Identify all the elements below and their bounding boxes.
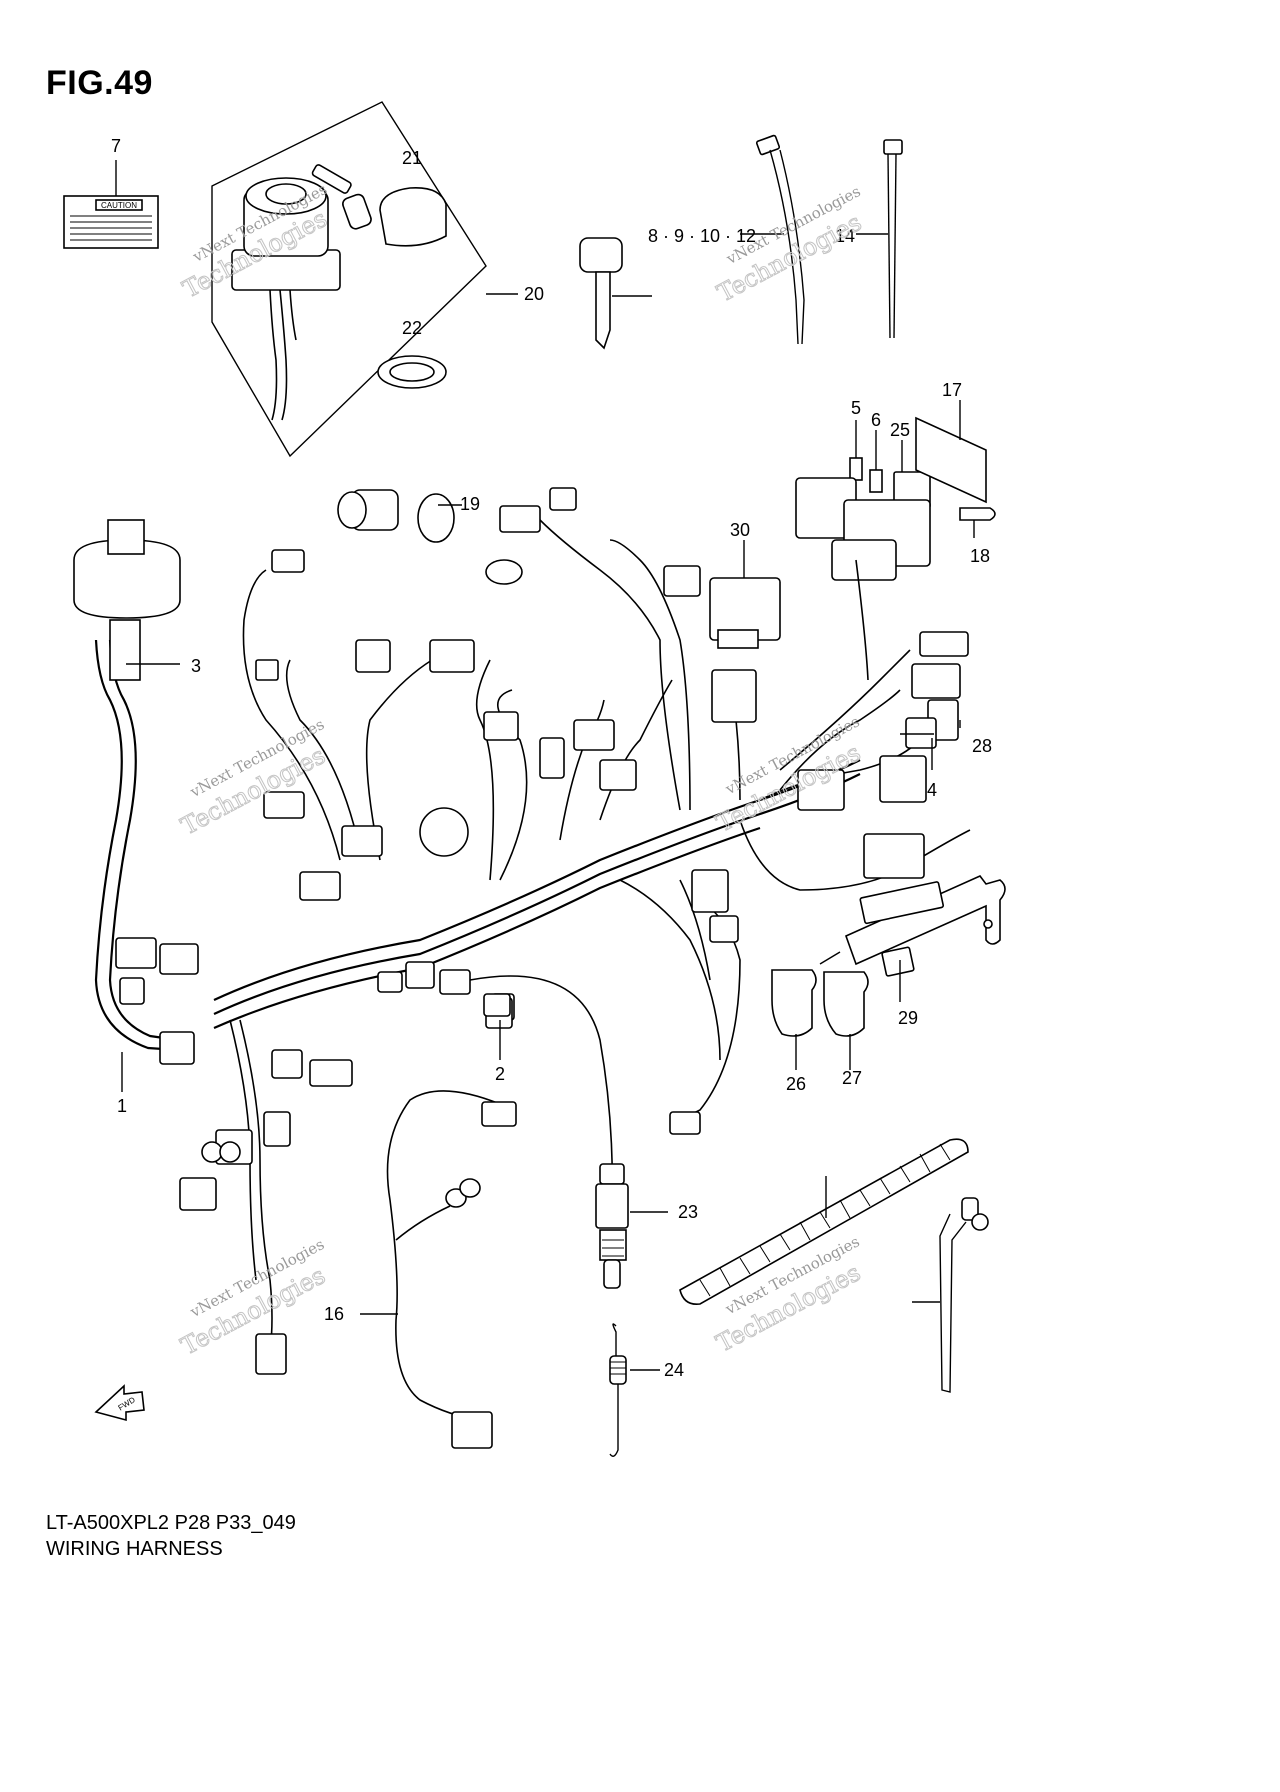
callout-15: 18 <box>970 546 990 566</box>
callout-25: 28 <box>972 736 992 756</box>
spring-clip-part <box>609 1323 660 1457</box>
watermarks: vNext Technologies Technologies vNext Te… <box>176 180 867 1361</box>
power-socket-part <box>337 489 462 543</box>
figure-title: FIG.49 <box>46 64 153 102</box>
callout-18: 21 <box>402 148 422 168</box>
bracket-and-covers <box>771 875 1006 1070</box>
callout-23: 26 <box>786 1074 806 1094</box>
callout-21: 24 <box>664 1360 684 1380</box>
fwd-arrow-icon: FWD <box>94 1384 145 1422</box>
callout-labels: 7 21 20 22 8 · 9 · 10 · 12 14 19 17 5 6 … <box>111 136 992 1380</box>
cable-ties <box>740 134 903 345</box>
callout-24: 27 <box>842 1068 862 1088</box>
callout-26: 29 <box>898 1008 918 1028</box>
callout-8-12: 8 · 9 · 10 · 12 <box>648 226 756 246</box>
callout-3: 3 <box>191 656 201 676</box>
callout-13: 16 <box>324 1304 344 1324</box>
caution-label-text: CAUTION <box>101 201 137 210</box>
ignition-switch-assembly <box>211 101 487 458</box>
callout-16: 19 <box>460 494 480 514</box>
callout-20: 23 <box>678 1202 698 1222</box>
model-code: LT-A500XPL2 P28 P33_049 <box>46 1512 296 1534</box>
callout-17: 20 <box>524 284 544 304</box>
callout-4: 4 <box>927 780 937 800</box>
caution-label-part: CAUTION <box>63 160 159 249</box>
corrugated-tube-part <box>679 1138 969 1306</box>
callout-19: 22 <box>402 318 422 338</box>
cable-tie-30 <box>912 1197 989 1393</box>
figure-name: WIRING HARNESS <box>46 1538 223 1560</box>
callout-6: 6 <box>871 410 881 430</box>
fuse-relay-parts <box>709 400 996 649</box>
callout-22: 25 <box>890 420 910 440</box>
figure-footer: LT-A500XPL2 P28 P33_049 WIRING HARNESS <box>46 1510 296 1562</box>
main-harness <box>73 487 971 1449</box>
callout-7: 7 <box>111 136 121 156</box>
callout-5: 5 <box>851 398 861 418</box>
callout-1: 1 <box>117 1096 127 1116</box>
key-part <box>579 237 652 350</box>
callout-27: 30 <box>730 520 750 540</box>
callout-14: 17 <box>942 380 962 400</box>
callout-11: 14 <box>835 226 855 246</box>
o2-sensor-part <box>595 1163 668 1289</box>
callout-2: 2 <box>495 1064 505 1084</box>
